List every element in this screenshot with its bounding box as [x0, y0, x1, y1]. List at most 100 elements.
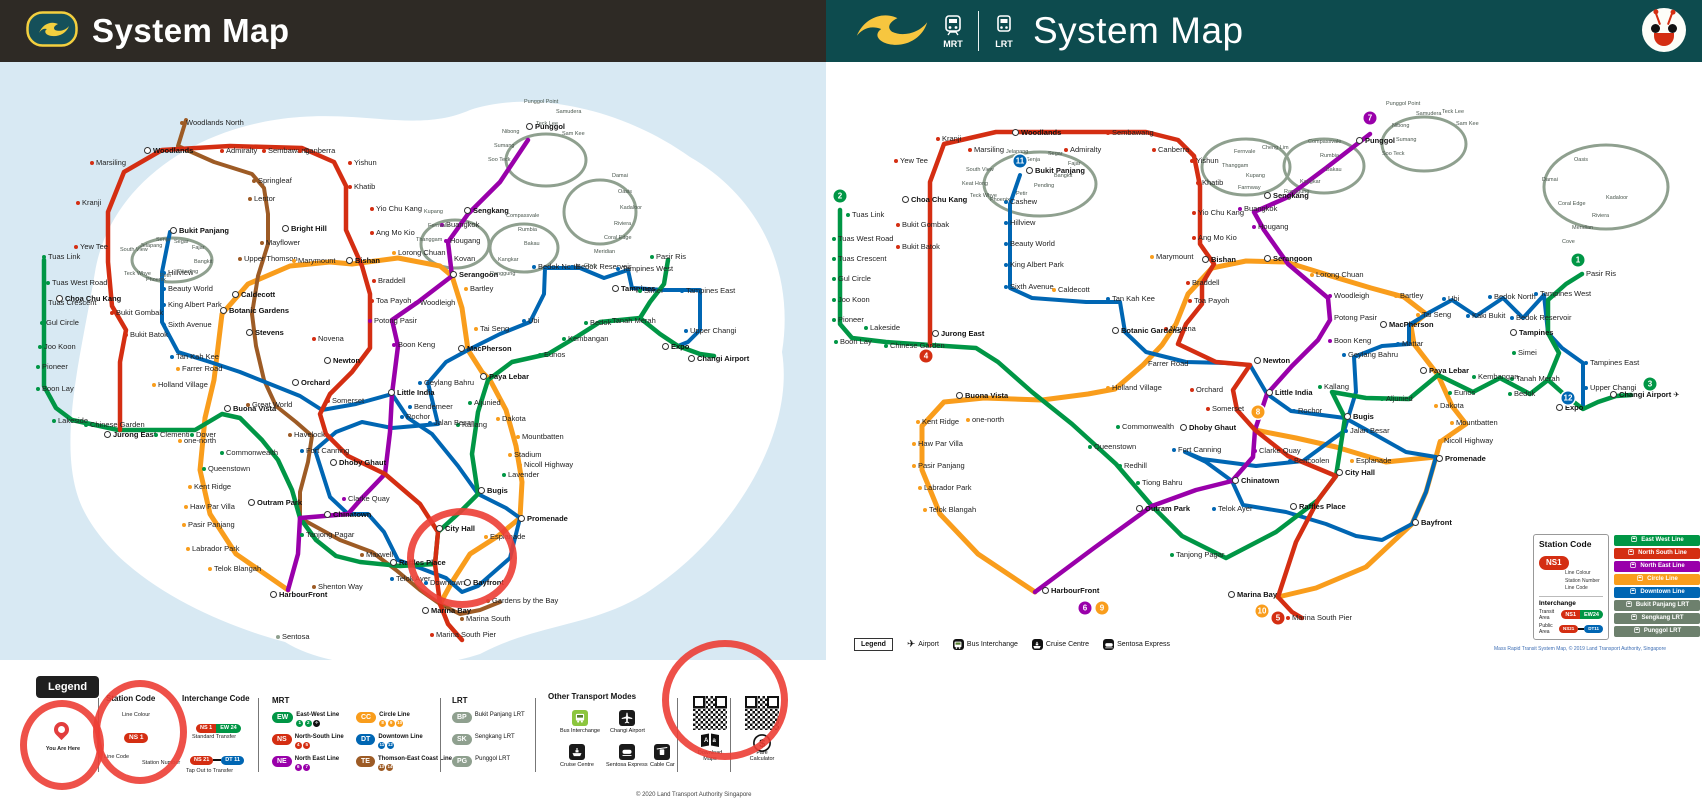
station-label: Bright Hill [282, 225, 327, 233]
mrt-section-title: MRT [272, 696, 290, 705]
station-label: Joo Koon [38, 343, 76, 351]
station-label: Newton [324, 357, 360, 365]
lrt-station-label: Coral Edge [604, 235, 632, 241]
station-label: Pasir Panjang [182, 521, 235, 529]
station-label: Lakeside [52, 417, 88, 425]
lrt-loop [504, 132, 588, 188]
station-label: Tanjong Pagar [300, 531, 354, 539]
lrt-loop [982, 150, 1098, 218]
lrt-station-label: Fajar [1068, 161, 1081, 167]
cable-icon [654, 744, 671, 760]
station-label: Orchard [292, 379, 330, 387]
station-label: Woodleigh [1328, 292, 1369, 300]
copyright-text: © 2020 Land Transport Authority Singapor… [636, 792, 752, 798]
right-title: System Map [1033, 10, 1244, 51]
station-label: Simei [1512, 349, 1537, 357]
station-label: Simei [638, 287, 663, 295]
lrt-station-label: Pending [1034, 183, 1055, 189]
station-label: Novena [1164, 325, 1196, 333]
lrt-station-label: Cove [584, 263, 597, 269]
station-label: Changi Airport [688, 355, 749, 363]
line-number-badge: 10 [1255, 604, 1269, 618]
lrt-station-label: Teck Lee [536, 121, 559, 127]
left-header: System Map [0, 0, 826, 62]
station-label: Kallang [1318, 383, 1349, 391]
station-label: Bishan [346, 257, 380, 265]
station-label: Little India [1266, 389, 1313, 397]
left-title: System Map [92, 12, 290, 49]
station-label: Potong Pasir [1328, 314, 1377, 322]
station-label: Bencoolen [1288, 457, 1329, 465]
lrt-station-label: Soo Teck [1382, 151, 1405, 157]
line-bar: Punggol LRT [1614, 626, 1700, 637]
station-label: Choa Chu Kang [56, 295, 121, 303]
line-bar: Circle Line [1614, 574, 1700, 585]
station-label: Gul Circle [832, 275, 871, 283]
station-label: Tampines East [1584, 359, 1639, 367]
tap-out-label: Tap Out to Transfer [186, 768, 234, 774]
bottom-legend-monorail: Sentosa Express [1103, 639, 1170, 650]
line-number-badge: 6 [1078, 601, 1092, 615]
station-number-label: Station Number [142, 760, 181, 766]
sc-pill: NS1 [1539, 555, 1569, 570]
lrt-station-label: Rumbia [1320, 153, 1339, 159]
plane-icon [619, 710, 636, 726]
lrt-loop [1200, 137, 1292, 197]
station-label: Admiralty [220, 147, 257, 155]
lrt-station-label: Riviera [1592, 213, 1610, 219]
station-label: Buona Vista [956, 392, 1008, 400]
legend-divider [440, 698, 441, 772]
lrt-station-label: Meridian [1572, 225, 1594, 231]
station-label: Marina South Pier [1286, 614, 1352, 622]
station-label: Bayfront [1412, 519, 1452, 527]
station-label: Tuas Link [42, 253, 80, 261]
station-label: Joo Koon [832, 296, 870, 304]
station-label: Marina Bay [422, 607, 471, 615]
ship-mode-item: Cruise Centre [560, 744, 594, 768]
station-label: Novena [312, 335, 344, 343]
station-label: Serangoon [1264, 255, 1312, 263]
station-label: Chinese Garden [84, 421, 145, 429]
station-label: Yio Chu Kang [1192, 209, 1244, 217]
monorail-mode-item: Sentosa Express [606, 744, 648, 768]
station-label: Sentosa [276, 633, 310, 641]
station-label: Sengkang [464, 207, 509, 215]
lrt-station-label: Rumbia [518, 227, 537, 233]
lrt-loop [1380, 115, 1468, 173]
station-label: Bartley [1394, 292, 1423, 300]
right-header: MRT LRT System Map [826, 0, 1702, 62]
station-label: Eunos [538, 351, 565, 359]
line-number-badge: 3 [1643, 377, 1657, 391]
lrt-station-label: Kangkar [1300, 179, 1321, 185]
lrt-station-label: Nibong [1392, 123, 1410, 129]
lrt-station-label: South View [120, 247, 148, 253]
station-label: Ubi [522, 317, 539, 325]
line-bar: North East Line [1614, 561, 1700, 572]
lrt-loop [1542, 143, 1670, 231]
station-label: Clarke Quay [342, 495, 390, 503]
lrt-station-label: Petir [1016, 191, 1028, 197]
station-label: Sembawang [1106, 129, 1154, 137]
station-label: Choa Chu Kang [902, 196, 967, 204]
station-label: Bukit Gombak [896, 221, 949, 229]
station-label: Woodlands North [180, 119, 244, 127]
station-label: Serangoon [450, 271, 498, 279]
station-label: Ang Mo Kio [1192, 234, 1237, 242]
lrt-station-label: Samudera [556, 109, 582, 115]
station-label: Kallang [456, 421, 487, 429]
lrt-loop [562, 178, 638, 246]
station-label: Kembangan [562, 335, 608, 343]
station-label: Sixth Avenue [162, 321, 212, 329]
station-label: Jurong East [104, 431, 156, 439]
lrt-station-label: Segar [174, 239, 189, 245]
station-label: King Albert Park [1004, 261, 1064, 269]
station-label: Ang Mo Kio [370, 229, 415, 237]
left-legend-band: Legend You Are Here Station Code Line Co… [0, 660, 826, 808]
station-label: Nicoll Highway [1438, 437, 1493, 445]
sc-title: Station Code [1539, 539, 1592, 549]
